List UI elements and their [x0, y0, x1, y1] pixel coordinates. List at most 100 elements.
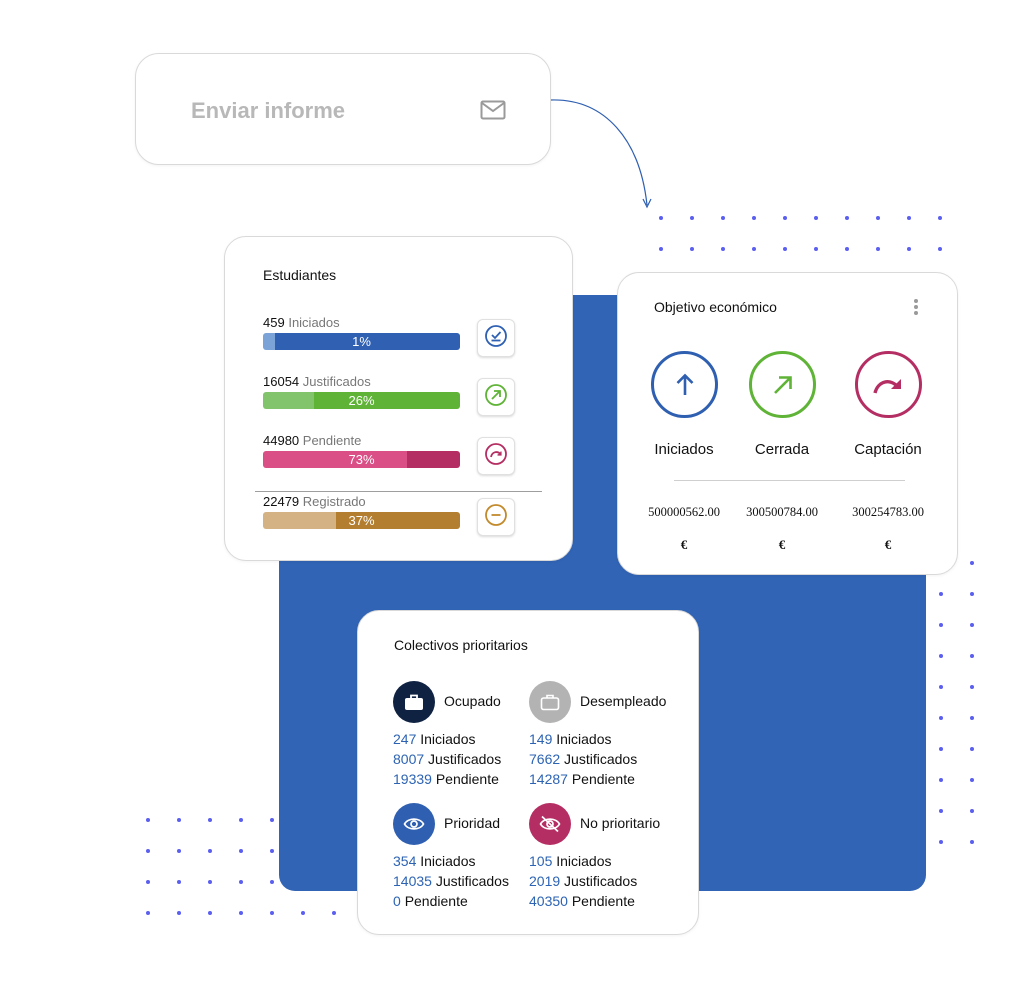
group-stat-number: 8007	[393, 751, 425, 767]
student-stat-label: 44980 Pendiente	[263, 433, 517, 451]
group-stat-line: 7662 Justificados	[529, 751, 637, 767]
student-count: 16054	[263, 374, 300, 389]
group-stat-line: 0 Pendiente	[393, 893, 468, 909]
dot-grid-right	[932, 555, 992, 875]
redo-arrow-icon[interactable]	[855, 351, 922, 418]
group-stat-line: 14287 Pendiente	[529, 771, 635, 787]
progress-bar-light	[263, 333, 275, 350]
arrow-up-right-button[interactable]	[477, 378, 515, 416]
divider	[674, 480, 905, 481]
economic-item-label: Iniciados	[654, 441, 714, 458]
group-stat-label: Justificados	[428, 751, 502, 767]
currency-symbol: €	[884, 537, 892, 552]
group-stat-number: 354	[393, 853, 417, 869]
group-title: Desempleado	[580, 693, 667, 709]
economic-item-value: 300500784.00	[746, 505, 818, 519]
group-stat-label: Iniciados	[556, 853, 612, 869]
group-title: Ocupado	[444, 693, 501, 709]
check-underline-button[interactable]	[477, 319, 515, 357]
progress-bar: 1%	[263, 333, 460, 350]
group-stat-line: 2019 Justificados	[529, 873, 637, 889]
arrow-up-icon[interactable]	[651, 351, 718, 418]
economic-goal-card: Objetivo económico Iniciados 500000562.00…	[617, 272, 958, 575]
group-stat-line: 40350 Pendiente	[529, 893, 635, 909]
group-stat-label: Pendiente	[571, 771, 635, 787]
economic-item-label: Cerrada	[754, 441, 810, 458]
arrow-up-right-icon	[484, 383, 508, 412]
send-report-card[interactable]: Enviar informe	[135, 53, 551, 165]
student-status: Iniciados	[288, 315, 340, 330]
group-stat-label: Justificados	[564, 873, 638, 889]
progress-bar-fill	[275, 333, 460, 350]
group-stat-number: 149	[529, 731, 553, 747]
economic-item-label: Captación	[854, 441, 922, 458]
students-title: Estudiantes	[263, 267, 337, 283]
group-title: No prioritario	[580, 815, 661, 831]
briefcase-icon	[393, 681, 435, 723]
progress-bar: 37%	[263, 512, 460, 529]
economic-title: Objetivo económico	[654, 299, 777, 315]
progress-bar-fill	[336, 512, 460, 529]
student-stat-label: 459 Iniciados	[263, 315, 517, 333]
group-stat-line: 354 Iniciados	[393, 853, 476, 869]
student-status: Pendiente	[302, 433, 362, 448]
progress-bar: 73%	[263, 451, 460, 468]
economic-item-value: 500000562.00	[648, 505, 720, 519]
group-stat-line: 8007 Justificados	[393, 751, 501, 767]
arrow-up-right-icon[interactable]	[749, 351, 816, 418]
minus-circle-button[interactable]	[477, 498, 515, 536]
group-stat-number: 19339	[393, 771, 432, 787]
progress-bar-fill	[314, 392, 460, 409]
redo-arrow-button[interactable]	[477, 437, 515, 475]
students-card: Estudiantes 459 Iniciados 1% 16054 Justi…	[224, 236, 573, 561]
progress-bar-light	[263, 512, 336, 529]
group-stat-number: 105	[529, 853, 553, 869]
eye-off-icon	[529, 803, 571, 845]
currency-symbol: €	[680, 537, 688, 552]
send-report-label: Enviar informe	[191, 98, 346, 123]
progress-bar-fill	[407, 451, 460, 468]
progress-bar: 26%	[263, 392, 460, 409]
student-count: 44980	[263, 433, 300, 448]
student-stat-row: 22479 Registrado 37%	[263, 494, 517, 529]
briefcase-outline-icon	[529, 681, 571, 723]
group-stat-label: Justificados	[435, 873, 509, 889]
group-stat-number: 14287	[529, 771, 568, 787]
dot-grid-top-right	[652, 208, 952, 258]
priority-title: Colectivos prioritarios	[394, 637, 528, 653]
group-stat-number: 247	[393, 731, 417, 747]
group-stat-label: Pendiente	[435, 771, 499, 787]
student-stat-row: 16054 Justificados 26%	[263, 374, 517, 409]
connector-arrow	[549, 99, 652, 209]
progress-bar-light	[263, 451, 407, 468]
mail-icon[interactable]	[480, 100, 506, 125]
eye-icon	[393, 803, 435, 845]
group-stat-number: 7662	[529, 751, 561, 767]
student-status: Registrado	[302, 494, 366, 509]
group-stat-label: Pendiente	[571, 893, 635, 909]
student-count: 459	[263, 315, 285, 330]
group-stat-line: 149 Iniciados	[529, 731, 612, 747]
group-stat-number: 2019	[529, 873, 561, 889]
group-stat-line: 105 Iniciados	[529, 853, 612, 869]
group-title: Prioridad	[444, 815, 501, 831]
group-stat-line: 247 Iniciados	[393, 731, 476, 747]
progress-percent: 1%	[352, 334, 371, 349]
student-stat-label: 22479 Registrado	[263, 494, 517, 512]
check-underline-icon	[484, 324, 508, 353]
group-stat-line: 19339 Pendiente	[393, 771, 499, 787]
priority-groups-card: Colectivos prioritarios Ocupado 247 Inici…	[357, 610, 699, 935]
currency-symbol: €	[778, 537, 786, 552]
student-count: 22479	[263, 494, 300, 509]
progress-percent: 73%	[348, 452, 375, 467]
group-stat-number: 14035	[393, 873, 432, 889]
progress-bar-light	[263, 392, 314, 409]
economic-item-value: 300254783.00	[852, 505, 924, 519]
student-status: Justificados	[302, 374, 371, 389]
progress-percent: 37%	[348, 513, 375, 528]
minus-circle-icon	[484, 503, 508, 532]
divider	[255, 491, 542, 492]
redo-arrow-icon	[484, 442, 508, 471]
group-stat-number: 40350	[529, 893, 568, 909]
more-vertical-icon[interactable]	[913, 298, 919, 321]
